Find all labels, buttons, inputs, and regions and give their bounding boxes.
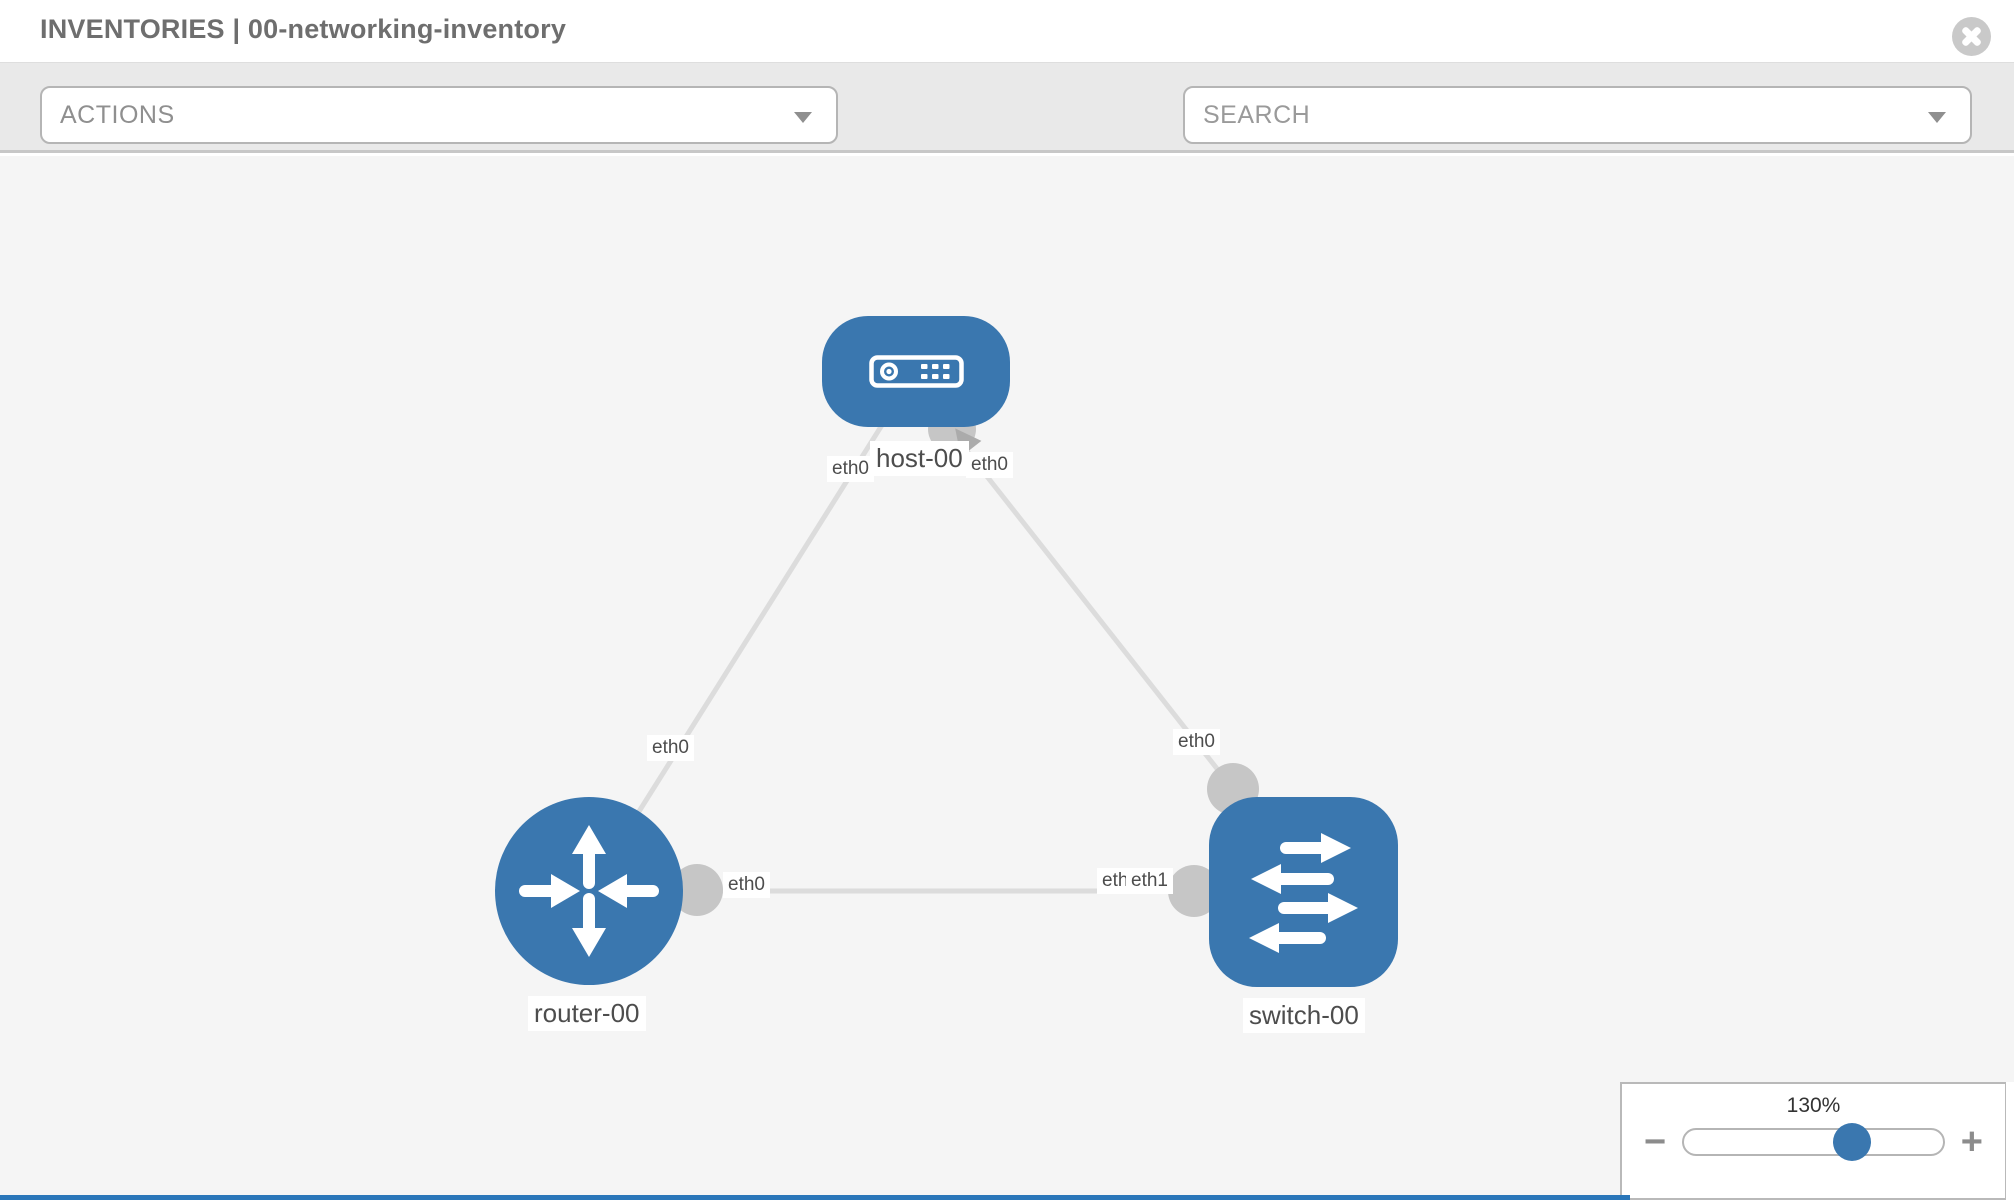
endpoint-router-right[interactable] [671,864,723,916]
node-label-router: router-00 [528,996,646,1031]
switch-icon [1248,833,1358,953]
actions-dropdown-label: ACTIONS [60,101,175,129]
zoom-level-value: 130% [1786,1094,1841,1117]
node-switch-00[interactable] [1209,797,1398,987]
zoom-slider-track[interactable] [1682,1123,1945,1161]
toolbar: ACTIONS [0,62,2014,196]
interface-label-switch-left-eth1: eth1 [1126,868,1173,894]
interface-label-router-top: eth0 [647,735,694,761]
node-router-00[interactable] [495,797,683,985]
interface-label-host-left: eth0 [827,456,874,482]
zoom-out-button[interactable]: − [1644,1121,1667,1163]
endpoint-switch-left[interactable] [1168,865,1220,917]
window-header: INVENTORIES | 00-networking-inventory [0,0,2014,62]
links-layer [586,369,1303,917]
interface-label-router-right: eth0 [723,872,770,898]
zoom-slider-row: − + [1622,1121,2005,1163]
topology-canvas[interactable]: host-00 eth0 eth0 eth0 eth0 router-00 et… [0,156,2014,1200]
zoom-panel-edge [2006,1082,2014,1200]
zoom-in-button[interactable]: + [1960,1121,1983,1163]
search-dropdown[interactable] [1183,86,1972,144]
node-label-switch: switch-00 [1243,998,1365,1033]
interface-label-host-right: eth0 [966,452,1013,478]
page-title: INVENTORIES | 00-networking-inventory [40,14,567,44]
search-input[interactable] [1185,88,1970,142]
close-button[interactable] [1952,17,1991,56]
interface-label-switch-top: eth0 [1173,729,1220,755]
caret-down-icon [794,112,812,123]
host-icon [868,355,964,388]
router-icon [519,825,659,957]
caret-down-icon [1928,112,1946,123]
zoom-slider-thumb[interactable] [1833,1123,1872,1161]
node-host-00[interactable] [822,316,1010,427]
zoom-control-panel: 130% − + [1620,1082,2007,1200]
actions-dropdown[interactable]: ACTIONS [40,86,838,144]
bottom-blue-bar [0,1195,1630,1200]
node-label-host: host-00 [870,441,969,476]
